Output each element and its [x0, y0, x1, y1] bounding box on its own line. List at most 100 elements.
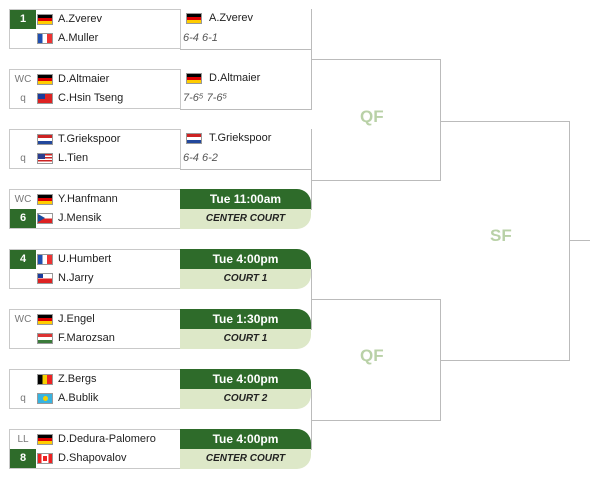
- winner-name: T.Griekspoor: [209, 132, 272, 144]
- player-row[interactable]: q C.Hsin Tseng: [10, 89, 180, 108]
- match-schedule[interactable]: Tue 11:00am CENTER COURT: [180, 189, 311, 229]
- bracket-line: [440, 121, 570, 122]
- netherlands-flag-icon: [37, 134, 53, 145]
- court-name: COURT 1: [180, 269, 311, 289]
- bracket-line: [311, 420, 441, 421]
- player-row[interactable]: Z.Bergs: [10, 370, 180, 389]
- entry-tag: WC: [14, 314, 32, 325]
- player-name: J.Engel: [58, 313, 95, 325]
- match-time: Tue 1:30pm: [180, 309, 311, 329]
- player-name: U.Humbert: [58, 253, 112, 265]
- match-score: 6-4 6-2: [183, 152, 218, 164]
- match-time: Tue 11:00am: [180, 189, 311, 209]
- bracket-line: [311, 299, 441, 300]
- player-row[interactable]: q A.Bublik: [10, 389, 180, 408]
- match-schedule[interactable]: Tue 4:00pm CENTER COURT: [180, 429, 311, 469]
- match-box: Z.Bergs q A.Bublik: [9, 369, 181, 409]
- player-row[interactable]: LL D.Dedura-Palomero: [10, 430, 180, 449]
- entry-tag: [10, 370, 36, 389]
- court-name: CENTER COURT: [180, 209, 311, 229]
- match-box: LL D.Dedura-Palomero 8 D.Shapovalov: [9, 429, 181, 469]
- belgium-flag-icon: [37, 374, 53, 385]
- bracket-line: [311, 59, 441, 60]
- germany-flag-icon: [186, 13, 202, 24]
- player-name: A.Muller: [58, 32, 99, 44]
- kazakhstan-flag-icon: [37, 393, 53, 404]
- court-name: COURT 1: [180, 329, 311, 349]
- match-schedule[interactable]: Tue 1:30pm COURT 1: [180, 309, 311, 349]
- match-schedule[interactable]: Tue 4:00pm COURT 1: [180, 249, 311, 289]
- match-result: D.Altmaier 7-6⁵ 7-6⁵: [180, 69, 312, 110]
- seed-badge: 4: [10, 250, 36, 269]
- player-name: L.Tien: [58, 152, 89, 164]
- player-name: J.Mensik: [58, 212, 102, 224]
- match-result: A.Zverev 6-4 6-1: [180, 9, 312, 50]
- usa-flag-icon: [37, 153, 53, 164]
- bracket-line: [311, 180, 441, 181]
- seed-badge: 1: [10, 10, 36, 29]
- entry-tag: WC: [14, 74, 32, 85]
- germany-flag-icon: [186, 73, 202, 84]
- round-label-sf: SF: [490, 226, 512, 245]
- czech-flag-icon: [37, 213, 53, 224]
- germany-flag-icon: [37, 314, 53, 325]
- player-name: T.Griekspoor: [58, 133, 121, 145]
- netherlands-flag-icon: [186, 133, 202, 144]
- match-box: 1 A.Zverev A.Muller: [9, 9, 181, 49]
- player-name: A.Bublik: [58, 392, 99, 404]
- round-label-qf: QF: [360, 346, 384, 365]
- court-name: CENTER COURT: [180, 449, 311, 469]
- entry-tag: [10, 130, 36, 149]
- match-box: WC J.Engel F.Marozsan: [9, 309, 181, 349]
- court-name: COURT 2: [180, 389, 311, 409]
- player-row[interactable]: F.Marozsan: [10, 329, 180, 348]
- entry-tag: q: [20, 393, 26, 404]
- winner-name: D.Altmaier: [209, 72, 261, 84]
- player-row[interactable]: A.Muller: [10, 29, 180, 48]
- match-result: T.Griekspoor 6-4 6-2: [180, 129, 312, 170]
- player-name: A.Zverev: [58, 13, 103, 25]
- match-time: Tue 4:00pm: [180, 249, 311, 269]
- player-name: N.Jarry: [58, 272, 94, 284]
- player-name: Z.Bergs: [58, 373, 97, 385]
- entry-tag: q: [20, 153, 26, 164]
- player-row[interactable]: 8 D.Shapovalov: [10, 449, 180, 468]
- entry-tag: WC: [14, 194, 32, 205]
- player-name: D.Altmaier: [58, 73, 110, 85]
- player-name: D.Shapovalov: [58, 452, 127, 464]
- entry-tag: q: [20, 93, 26, 104]
- bracket-line: [569, 121, 570, 361]
- player-row[interactable]: q L.Tien: [10, 149, 180, 168]
- player-row[interactable]: WC J.Engel: [10, 310, 180, 329]
- player-name: F.Marozsan: [58, 332, 115, 344]
- bracket-line: [440, 360, 570, 361]
- bracket-line: [569, 240, 590, 241]
- player-row[interactable]: 4 U.Humbert: [10, 250, 180, 269]
- entry-tag: LL: [17, 434, 29, 445]
- match-time: Tue 4:00pm: [180, 369, 311, 389]
- player-row[interactable]: WC D.Altmaier: [10, 70, 180, 89]
- seed-badge: 8: [10, 449, 36, 468]
- player-row[interactable]: WC Y.Hanfmann: [10, 190, 180, 209]
- germany-flag-icon: [37, 434, 53, 445]
- canada-flag-icon: [37, 453, 53, 464]
- match-time: Tue 4:00pm: [180, 429, 311, 449]
- seed-badge: 6: [10, 209, 36, 228]
- entry-tag: [10, 29, 36, 48]
- player-row[interactable]: N.Jarry: [10, 269, 180, 288]
- chile-flag-icon: [37, 273, 53, 284]
- player-name: Y.Hanfmann: [58, 193, 118, 205]
- match-score: 6-4 6-1: [183, 32, 218, 44]
- germany-flag-icon: [37, 14, 53, 25]
- player-row[interactable]: 1 A.Zverev: [10, 10, 180, 29]
- match-schedule[interactable]: Tue 4:00pm COURT 2: [180, 369, 311, 409]
- winner-name: A.Zverev: [209, 12, 254, 24]
- taipei-flag-icon: [37, 93, 53, 104]
- bracket-line: [311, 149, 312, 210]
- player-row[interactable]: 6 J.Mensik: [10, 209, 180, 228]
- match-box: WC Y.Hanfmann 6 J.Mensik: [9, 189, 181, 229]
- bracket-line: [440, 59, 441, 181]
- player-row[interactable]: T.Griekspoor: [10, 130, 180, 149]
- player-name: C.Hsin Tseng: [58, 92, 124, 104]
- bracket-line: [311, 389, 312, 450]
